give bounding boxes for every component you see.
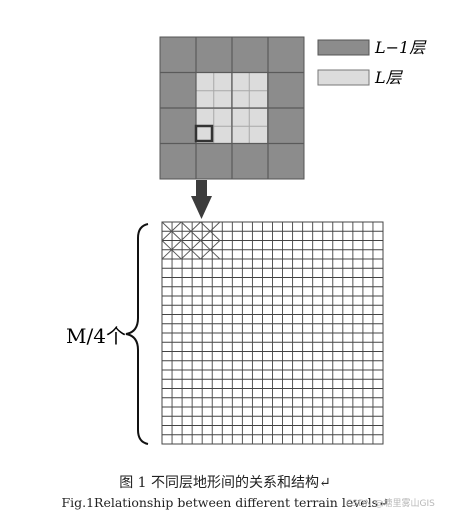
cross-diagonal [200, 240, 221, 260]
watermark: CSDN @塘里雾山GIS [346, 499, 435, 509]
cross-diagonal [161, 221, 182, 241]
cross-diagonal [200, 221, 221, 241]
legend-upper-swatch [317, 39, 370, 56]
legend-upper-label: L−1层 [374, 38, 427, 57]
legend-lower-swatch [317, 69, 370, 86]
left-brace [125, 223, 149, 445]
down-arrow [191, 180, 212, 219]
cross-diagonal [180, 221, 201, 241]
figure-caption-english: Fig.1Relationship between different terr… [61, 495, 389, 510]
cross-diagonal [161, 240, 182, 260]
legend-lower-label: L层 [374, 68, 404, 87]
figure-caption-chinese: 图 1 不同层地形间的关系和结构↵ [119, 475, 331, 491]
selected-cell-highlight [194, 124, 214, 143]
coarse-level-grid [159, 36, 305, 180]
cross-hatch-cells [161, 221, 221, 260]
fine-level-grid [161, 221, 384, 445]
cross-diagonal [180, 240, 201, 260]
brace-label: M/4个 [66, 324, 126, 348]
legend: L−1层 L层 [317, 38, 427, 87]
